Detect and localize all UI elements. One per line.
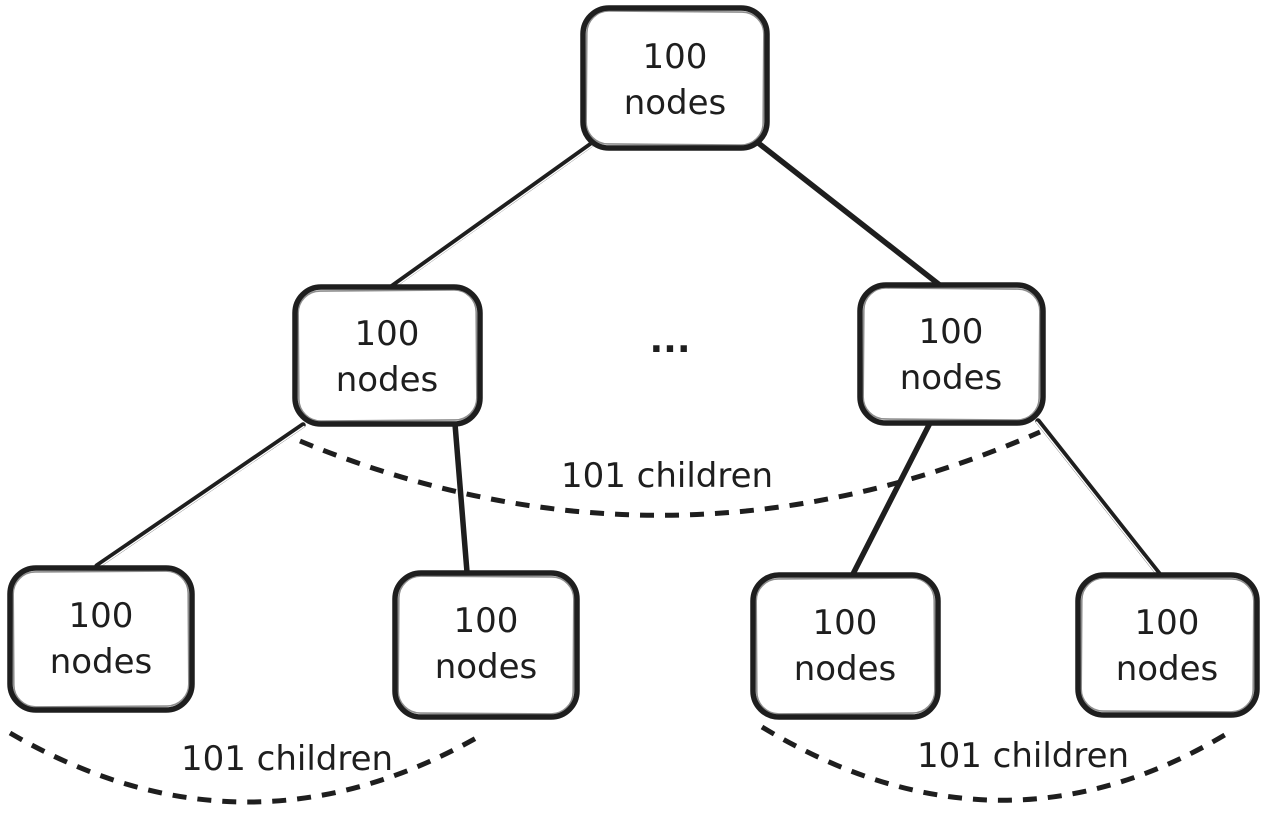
- node-level3-2-label-line1: 100: [454, 601, 519, 641]
- node-level3-1-box-sketch: [12, 570, 190, 708]
- edge-level2-left-to-level3-1-sketch: [97, 425, 305, 569]
- children-annotations: 101 children 101 children 101 children: [181, 456, 1129, 779]
- edge-root-to-level2-left: [387, 140, 596, 291]
- node-level2-left-box: [292, 284, 483, 427]
- node-level3-3-label-line2: nodes: [794, 649, 897, 689]
- tree-node-level3-1: 100 nodes: [7, 565, 195, 713]
- node-level3-3-box: [750, 572, 941, 720]
- tree-node-level2-left: 100 nodes: [292, 284, 483, 427]
- node-level3-4-box: [1075, 572, 1260, 718]
- bottom-right-children-label: 101 children: [917, 736, 1129, 776]
- tree-edges: [94, 139, 1162, 577]
- node-level3-4-label-line1: 100: [1135, 603, 1200, 643]
- node-root-box-sketch: [585, 10, 765, 146]
- ellipsis-label: ...: [649, 320, 690, 361]
- edge-level2-right-to-level3-3: [850, 420, 933, 577]
- node-root-label-line2: nodes: [624, 83, 727, 123]
- tree-node-level3-2: 100 nodes: [392, 570, 580, 720]
- tree-node-root: 100 nodes: [580, 5, 770, 151]
- node-level2-left-box-sketch: [297, 289, 478, 422]
- node-level2-left-label-line2: nodes: [336, 360, 439, 400]
- edge-level2-right-to-level3-4: [1035, 418, 1162, 577]
- brace-middle-children: [299, 429, 1042, 518]
- edge-level2-right-to-level3-4-sketch: [1035, 421, 1159, 576]
- edge-level2-left-to-level3-1: [94, 422, 306, 569]
- node-level3-2-label-line2: nodes: [435, 647, 538, 687]
- edge-level2-left-to-level3-2: [452, 421, 470, 575]
- tree-node-level3-4: 100 nodes: [1075, 572, 1260, 718]
- node-level3-3-label-line1: 100: [813, 603, 878, 643]
- node-level3-2-box-sketch: [397, 575, 575, 715]
- tree-node-level3-3: 100 nodes: [750, 572, 941, 720]
- node-level2-left-label-line1: 100: [355, 314, 420, 354]
- node-level3-4-label-line2: nodes: [1116, 649, 1219, 689]
- edge-root-to-level2-left-sketch: [390, 143, 595, 291]
- node-level2-right-label-line1: 100: [919, 312, 984, 352]
- children-braces: [8, 429, 1235, 805]
- node-level3-2-box: [392, 570, 580, 720]
- node-level2-right-box: [857, 282, 1046, 426]
- node-level2-right-box-sketch: [862, 287, 1041, 421]
- node-level3-1-box: [7, 565, 195, 713]
- bottom-left-children-label: 101 children: [181, 739, 393, 779]
- node-level3-1-label-line2: nodes: [50, 642, 153, 682]
- node-level2-right-label-line2: nodes: [900, 358, 1003, 398]
- middle-children-label: 101 children: [561, 456, 773, 496]
- node-level3-4-box-sketch: [1080, 577, 1255, 713]
- node-root-box: [580, 5, 770, 151]
- node-level3-3-box-sketch: [755, 577, 936, 715]
- node-level3-1-label-line1: 100: [69, 596, 134, 636]
- tree-node-level2-right: 100 nodes: [857, 282, 1046, 426]
- node-root-label-line1: 100: [643, 37, 708, 77]
- edge-root-to-level2-right: [754, 139, 944, 289]
- brace-bottom-right-children: [760, 724, 1235, 803]
